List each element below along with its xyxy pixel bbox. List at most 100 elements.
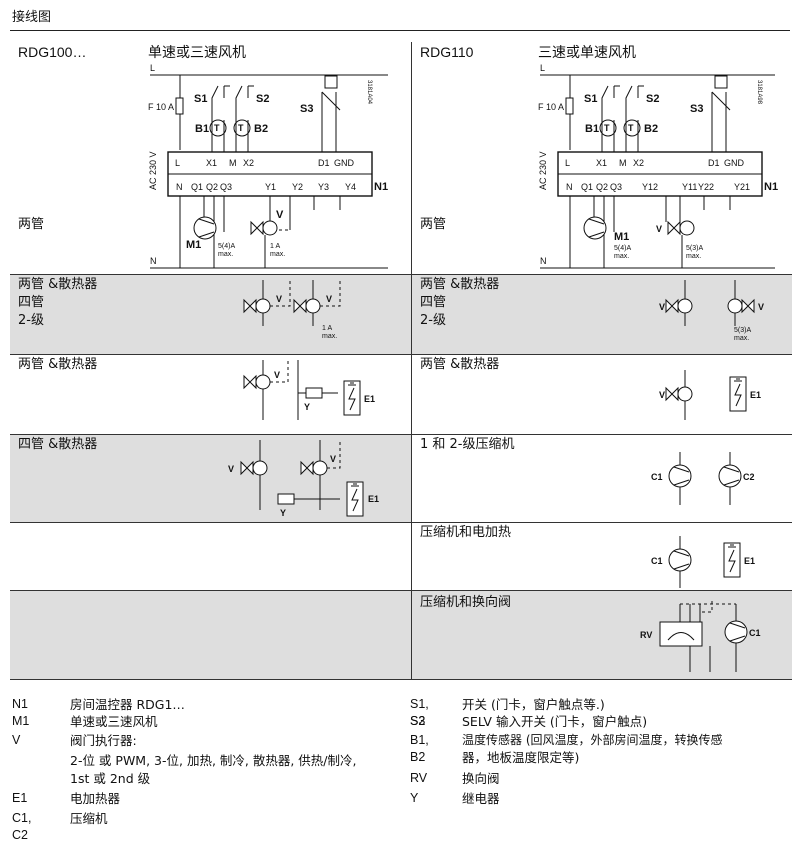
v-label: V: [276, 294, 282, 304]
row3-right: [665, 370, 747, 420]
cell-label: 两管 &散热器 四管 2-级: [18, 277, 98, 328]
fuse-label: F 10 A: [148, 102, 174, 112]
cell-label: 两管 &散热器: [18, 357, 98, 372]
legend-key: B1, B2: [410, 733, 429, 764]
v-label: V: [274, 370, 280, 380]
m1-label: M1: [614, 231, 629, 243]
b2-label: B2: [254, 123, 268, 135]
terminal: Y1: [265, 182, 276, 192]
s2-label: S2: [646, 93, 659, 105]
column-divider: [411, 42, 412, 680]
terminal: GND: [724, 158, 745, 168]
legend-value: 房间温控器 RDG1…: [70, 697, 185, 712]
label-L: L: [540, 63, 545, 73]
terminal: D1: [318, 158, 330, 168]
right-model-label: RDG110: [420, 44, 474, 60]
rv-label: RV: [640, 630, 652, 640]
legend-value: 温度传感器 (回风温度，外部房间温度，转换传感: [462, 733, 723, 747]
row3-left: [243, 360, 361, 420]
terminal: N: [566, 182, 573, 192]
c1-label: C1: [749, 628, 761, 638]
rdg100-diagram: [150, 74, 388, 269]
rdg110-diagram: [540, 74, 775, 269]
row-divider: [10, 679, 792, 680]
legend-key: N1: [12, 697, 28, 711]
terminal: X1: [596, 158, 607, 168]
left-model-label: RDG100…: [18, 44, 87, 60]
legend-key: E1: [12, 791, 28, 805]
legend-key: V: [12, 733, 21, 747]
cell-label: 四管 &散热器: [18, 437, 98, 452]
v-label: V: [330, 454, 336, 464]
c1-label: C1: [651, 556, 663, 566]
row-4-bg-left: [10, 434, 411, 522]
cell-label: 压缩机和换向阀: [420, 595, 512, 610]
c2-label: C2: [743, 472, 755, 482]
terminal: Y21: [734, 182, 750, 192]
s3-label: S3: [690, 103, 703, 115]
cell-label: 两管 &散热器 四管 2-级: [420, 277, 500, 328]
page-title: 接线图: [12, 10, 52, 25]
row-divider: [10, 354, 792, 355]
s1-label: S1: [194, 93, 207, 105]
row-divider: [10, 522, 792, 523]
terminal: X2: [243, 158, 254, 168]
legend-value: 压缩机: [70, 811, 108, 826]
terminal: Y4: [345, 182, 356, 192]
legend-value: 器，地板温度限定等): [462, 750, 580, 765]
ac230v-label: AC 230 V: [538, 151, 548, 190]
legend-value: 阀门执行器:: [70, 733, 137, 748]
terminal: L: [175, 158, 180, 168]
b1-label: B1: [195, 123, 209, 135]
terminal: Y2: [292, 182, 303, 192]
s2-label: S2: [256, 93, 269, 105]
terminal: D1: [708, 158, 720, 168]
terminal: Y3: [318, 182, 329, 192]
ac230v-label: AC 230 V: [148, 151, 158, 190]
doc-code: 3181A04: [366, 80, 372, 105]
left-fan-label: 单速或三速风机: [148, 45, 246, 61]
v-label: V: [326, 294, 332, 304]
terminal: Q1: [191, 182, 203, 192]
e1-label: E1: [750, 390, 761, 400]
terminal: L: [565, 158, 570, 168]
legend-key: RV: [410, 771, 428, 785]
legend-key: S1, S2: [410, 697, 429, 728]
v-label: V: [228, 464, 234, 474]
terminal: X2: [633, 158, 644, 168]
cell-label: 压缩机和电加热: [420, 525, 512, 540]
doc-code: 3181A98: [756, 80, 762, 105]
b1-label: B1: [585, 123, 599, 135]
terminal: M: [229, 158, 237, 168]
terminal: X1: [206, 158, 217, 168]
n1-label: N1: [374, 181, 388, 193]
legend-value: 单速或三速风机: [70, 714, 158, 729]
terminal: Q3: [610, 182, 622, 192]
row4-right: [668, 452, 742, 505]
legend-value: 换向阀: [462, 771, 500, 786]
sensor-t: T: [238, 123, 244, 133]
row6-right: [659, 600, 748, 672]
n1-label: N1: [764, 181, 778, 193]
label-L: L: [150, 63, 155, 73]
legend-value: SELV 输入开关 (门卡，窗户触点): [462, 714, 648, 729]
terminal: Q3: [220, 182, 232, 192]
v-label: V: [659, 302, 665, 312]
row4-left: [240, 440, 364, 517]
v-label: V: [276, 209, 284, 221]
v-label: V: [758, 302, 764, 312]
terminal: Q2: [596, 182, 608, 192]
terminal: GND: [334, 158, 355, 168]
cell-label: 1 和 2-级压缩机: [420, 437, 515, 452]
legend-key: Y: [410, 791, 419, 805]
legend-key: C1, C2: [12, 811, 32, 842]
row2-left-valves: [243, 280, 341, 326]
sensor-t: T: [214, 123, 220, 133]
y-label: Y: [280, 508, 286, 518]
